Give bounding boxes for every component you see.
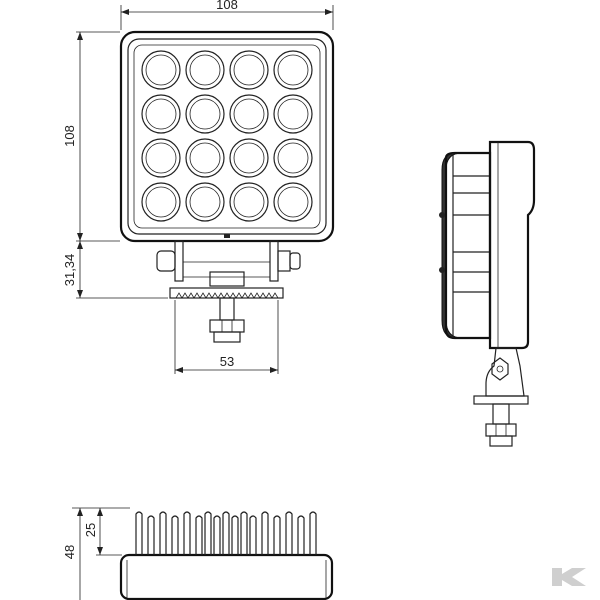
cooling-fin bbox=[213, 515, 221, 555]
cooling-fin bbox=[249, 515, 257, 555]
led-lens bbox=[145, 54, 177, 86]
plate-tooth bbox=[265, 292, 273, 299]
plate-tooth bbox=[205, 292, 213, 299]
cooling-fin bbox=[204, 511, 212, 555]
led-lens bbox=[233, 98, 265, 130]
led-outer-ring bbox=[141, 50, 181, 90]
dim-total-depth: 48 bbox=[62, 507, 130, 600]
plate-tooth bbox=[235, 292, 243, 299]
led-lens bbox=[233, 142, 265, 174]
led-outer-ring bbox=[229, 94, 269, 134]
plate-tooth bbox=[199, 292, 207, 299]
led-grid bbox=[141, 50, 313, 222]
cooling-fin bbox=[261, 511, 269, 555]
plate-tooth bbox=[211, 292, 219, 299]
front-view: 108 108 31,34 53 bbox=[62, 0, 335, 374]
plate-tooth bbox=[193, 292, 201, 299]
led-outer-ring bbox=[185, 94, 225, 134]
dim-label-front-height: 108 bbox=[62, 125, 77, 147]
plate-tooth bbox=[241, 292, 249, 299]
cooling-fin bbox=[135, 511, 143, 555]
front-bracket bbox=[156, 240, 301, 343]
led-outer-ring bbox=[141, 94, 181, 134]
side-view bbox=[439, 140, 536, 447]
led-lens bbox=[277, 98, 309, 130]
led-outer-ring bbox=[273, 50, 313, 90]
plate-tooth bbox=[181, 292, 189, 299]
led-lens bbox=[277, 54, 309, 86]
front-housing-inner bbox=[127, 38, 327, 235]
led-lens bbox=[277, 142, 309, 174]
brand-watermark bbox=[552, 568, 586, 586]
led-lens bbox=[145, 142, 177, 174]
dim-label-bracket-width: 53 bbox=[220, 354, 234, 369]
led-lens bbox=[145, 98, 177, 130]
dim-label-fin-depth: 25 bbox=[83, 523, 98, 537]
cooling-fin bbox=[273, 515, 281, 555]
dim-label-total-depth: 48 bbox=[62, 545, 77, 559]
led-lens bbox=[277, 186, 309, 218]
side-rear-housing bbox=[488, 140, 536, 350]
led-outer-ring bbox=[273, 182, 313, 222]
cooling-fin bbox=[231, 515, 239, 555]
led-outer-ring bbox=[229, 182, 269, 222]
base-plate-teeth bbox=[175, 292, 279, 299]
led-lens bbox=[189, 186, 221, 218]
plate-tooth bbox=[271, 292, 279, 299]
plate-tooth bbox=[253, 292, 261, 299]
led-lens bbox=[233, 186, 265, 218]
cooling-fin bbox=[171, 515, 179, 555]
led-outer-ring bbox=[141, 138, 181, 178]
plate-tooth bbox=[187, 292, 195, 299]
led-outer-ring bbox=[185, 50, 225, 90]
plate-tooth bbox=[175, 292, 183, 299]
dim-bracket-height: 31,34 bbox=[62, 241, 168, 299]
cooling-fin bbox=[183, 511, 191, 555]
led-lens bbox=[233, 54, 265, 86]
cooling-fin bbox=[309, 511, 317, 555]
cooling-fin bbox=[297, 515, 305, 555]
led-outer-ring bbox=[185, 138, 225, 178]
dim-fin-depth: 25 bbox=[83, 508, 122, 556]
dim-label-bracket-height: 31,34 bbox=[62, 254, 77, 287]
cooling-fin bbox=[285, 511, 293, 555]
led-outer-ring bbox=[229, 50, 269, 90]
led-outer-ring bbox=[141, 182, 181, 222]
side-bracket bbox=[485, 347, 525, 397]
cooling-fin bbox=[147, 515, 155, 555]
led-lens bbox=[189, 98, 221, 130]
plate-tooth bbox=[217, 292, 225, 299]
led-lens bbox=[189, 54, 221, 86]
dim-bracket-width: 53 bbox=[174, 300, 279, 374]
cooling-fin bbox=[222, 511, 230, 555]
plate-tooth bbox=[259, 292, 267, 299]
cooling-fins bbox=[135, 511, 317, 555]
dim-label-front-width: 108 bbox=[216, 0, 238, 12]
led-outer-ring bbox=[185, 182, 225, 222]
cooling-fin bbox=[159, 511, 167, 555]
cooling-fin bbox=[240, 511, 248, 555]
front-notch bbox=[224, 234, 230, 238]
bottom-view: 48 25 bbox=[62, 507, 334, 600]
dim-front-width: 108 bbox=[120, 0, 334, 30]
front-housing-outer bbox=[119, 30, 335, 243]
led-outer-ring bbox=[229, 138, 269, 178]
led-lens bbox=[145, 186, 177, 218]
cooling-fin bbox=[195, 515, 203, 555]
front-lens-frame bbox=[133, 44, 321, 229]
led-lens bbox=[189, 142, 221, 174]
plate-tooth bbox=[229, 292, 237, 299]
led-outer-ring bbox=[273, 94, 313, 134]
dim-front-height: 108 bbox=[62, 31, 120, 242]
plate-tooth bbox=[223, 292, 231, 299]
bottom-housing bbox=[119, 553, 334, 600]
led-outer-ring bbox=[273, 138, 313, 178]
plate-tooth bbox=[247, 292, 255, 299]
